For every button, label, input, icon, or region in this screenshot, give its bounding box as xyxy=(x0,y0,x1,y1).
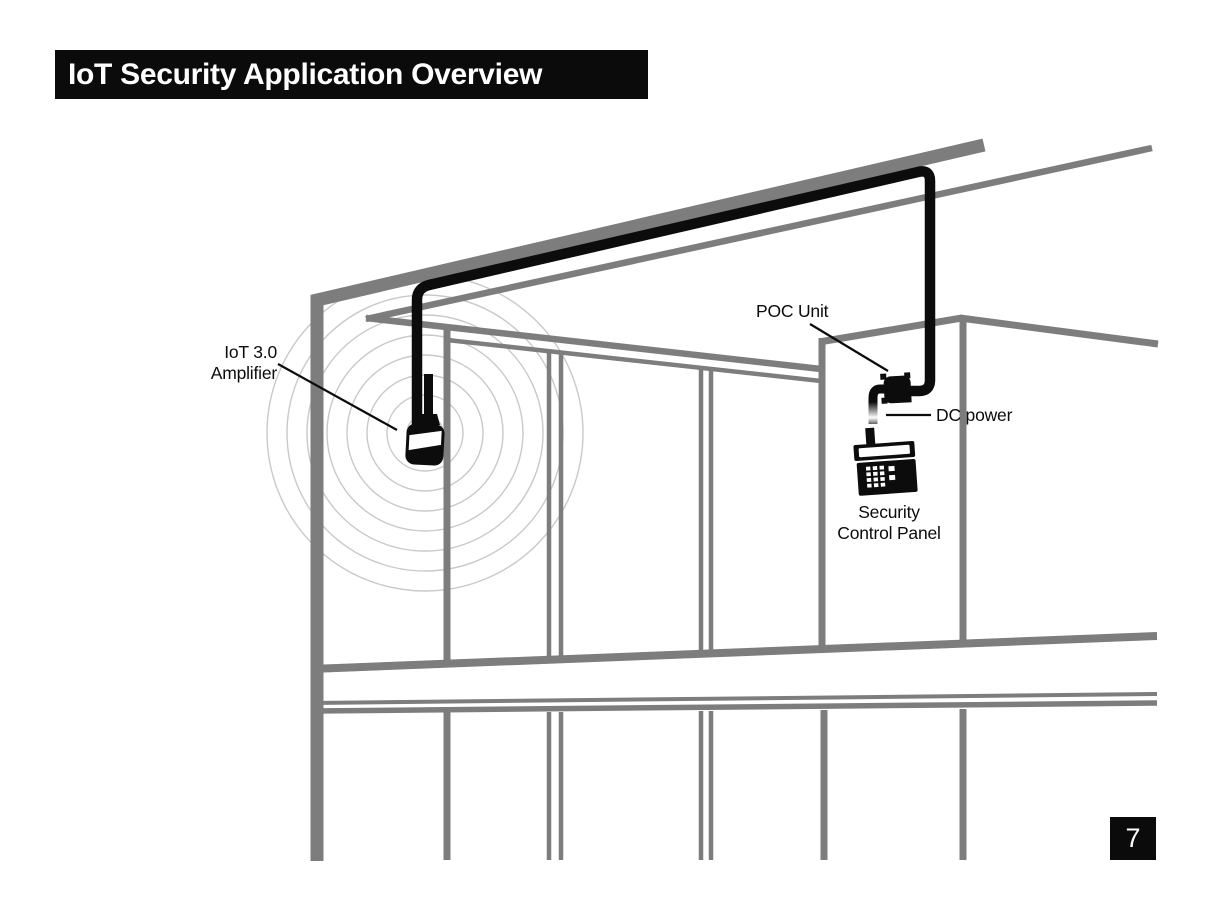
label-security-panel-line2: Control Panel xyxy=(837,523,941,543)
mid-rail-upper xyxy=(310,632,1158,673)
radio-waves-icon xyxy=(266,274,584,592)
label-poc-unit: POC Unit xyxy=(756,301,829,321)
key xyxy=(889,474,896,481)
mid-rail-lower-a xyxy=(310,692,1158,705)
wall-top-plate-lower xyxy=(446,337,822,384)
poc-unit-device-icon xyxy=(880,372,912,404)
mid-rail-lower-b xyxy=(310,700,1158,714)
poc-body xyxy=(883,375,912,404)
panel-stub xyxy=(865,427,876,446)
wall-top-plate-upper xyxy=(365,314,822,373)
key xyxy=(879,465,885,470)
poc-mount-tab xyxy=(880,373,887,380)
key xyxy=(873,471,878,476)
security-panel-device-icon xyxy=(853,427,918,496)
panel-keypad xyxy=(865,465,896,488)
coax-cable xyxy=(411,166,936,432)
amplifier-neck xyxy=(417,414,440,425)
panel-display xyxy=(858,444,910,458)
key xyxy=(880,482,886,487)
page-number: 7 xyxy=(1110,817,1156,860)
roof-soffit-line xyxy=(365,144,1153,323)
key xyxy=(872,466,878,471)
label-dc-power: DC power xyxy=(936,405,1013,425)
key xyxy=(879,471,885,476)
interior-wall-top-edge xyxy=(818,314,963,346)
label-security-panel-line1: Security xyxy=(858,502,920,522)
label-security-panel: Security Control Panel xyxy=(813,502,965,544)
page-title-bar: IoT Security Application Overview xyxy=(55,50,648,99)
radio-wave-ring xyxy=(306,314,544,552)
key xyxy=(888,465,895,472)
page-title: IoT Security Application Overview xyxy=(68,58,543,91)
amplifier-device-icon xyxy=(405,374,445,466)
label-amplifier-line2: Amplifier xyxy=(210,363,277,383)
panel-face xyxy=(856,458,918,496)
key xyxy=(867,483,872,488)
key xyxy=(873,477,879,482)
key xyxy=(866,472,871,477)
key xyxy=(873,483,879,488)
building-frame xyxy=(310,138,1159,861)
key xyxy=(880,476,885,482)
radio-wave-ring xyxy=(326,334,524,532)
key xyxy=(865,466,871,471)
label-amplifier-line1: IoT 3.0 xyxy=(224,342,277,362)
amplifier-antenna xyxy=(424,374,433,415)
key xyxy=(866,477,872,482)
dc-wire-fade xyxy=(864,402,880,426)
leader-line-poc-unit xyxy=(809,323,889,372)
corner-post-and-roof-fascia xyxy=(310,138,986,861)
dc-wire-path xyxy=(868,384,885,424)
interior-wall-ridge-edge xyxy=(959,314,1159,348)
dc-power-wire xyxy=(864,384,885,426)
amplifier-band xyxy=(408,430,442,451)
leader-line-amplifier xyxy=(277,363,398,431)
label-amplifier: IoT 3.0 Amplifier xyxy=(160,342,277,384)
radio-wave-ring xyxy=(346,354,504,512)
